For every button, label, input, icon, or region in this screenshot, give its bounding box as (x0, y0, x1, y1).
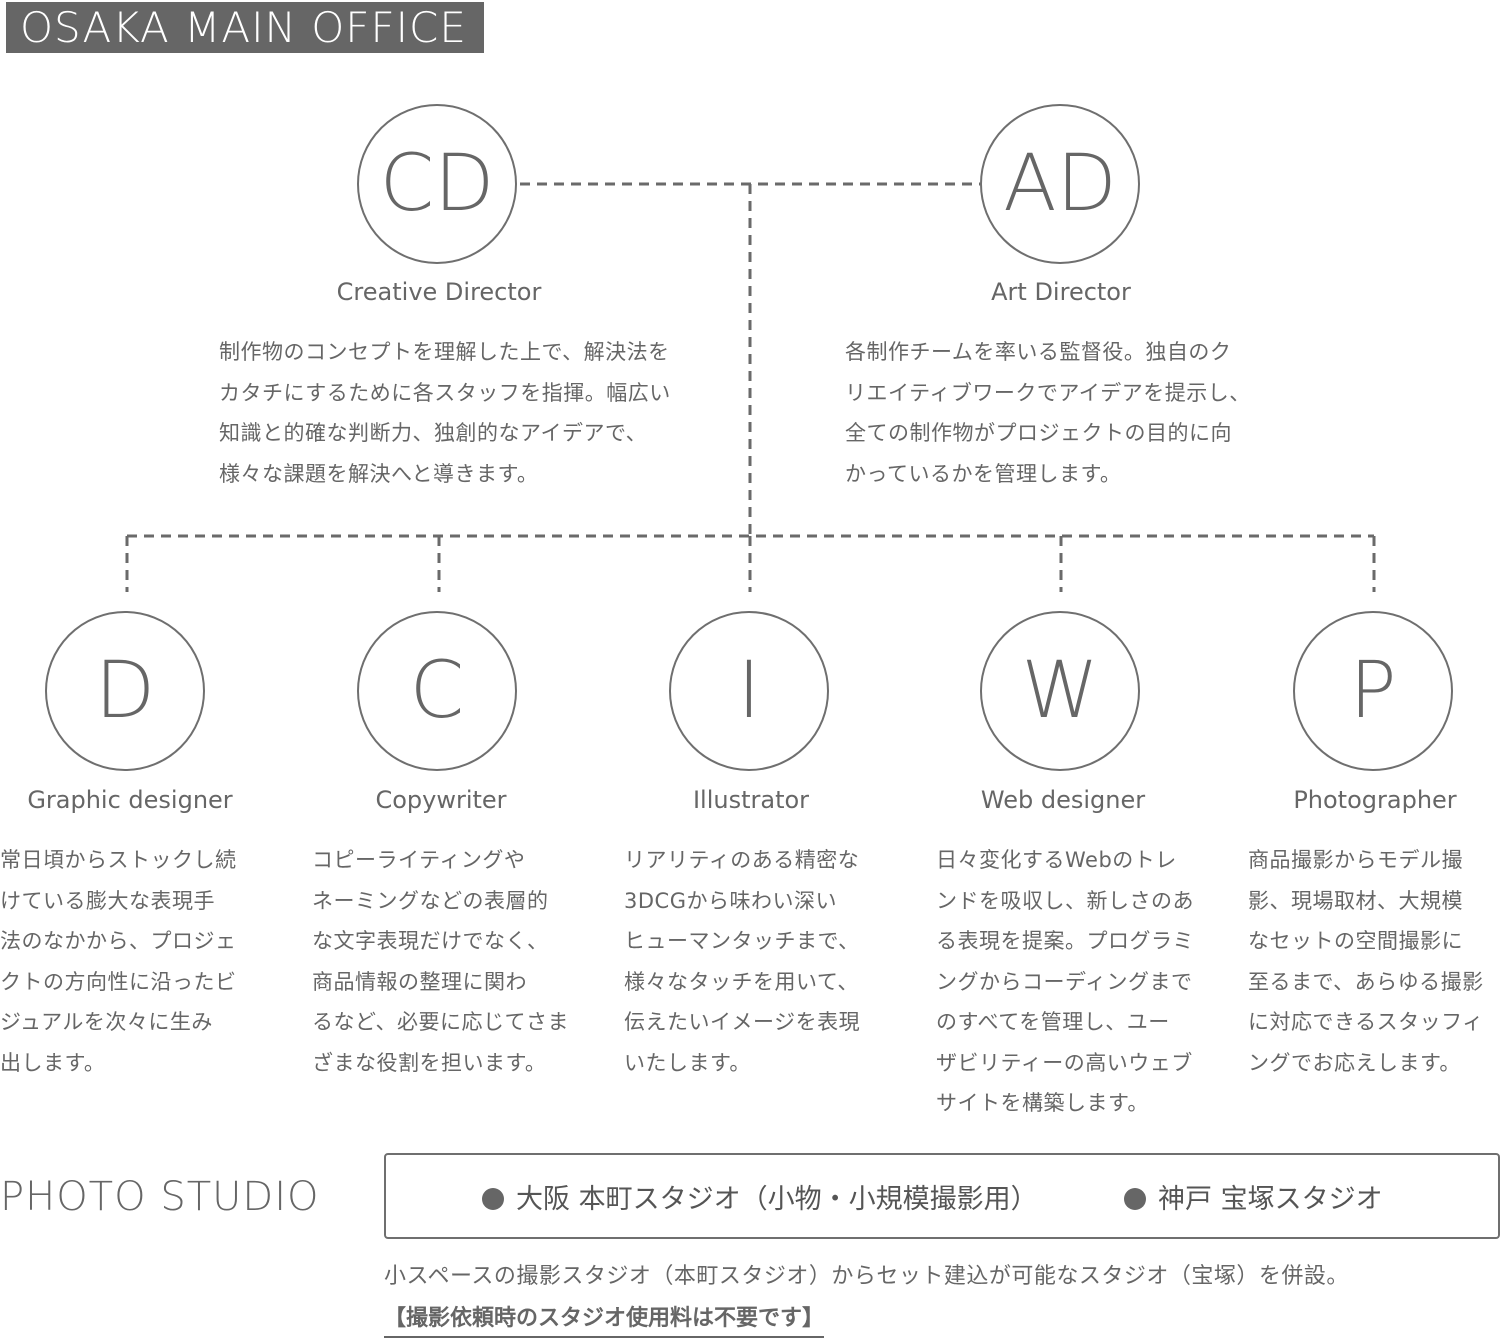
creative-director-badge: CD (357, 104, 517, 264)
studio-item-label: 大阪 本町スタジオ（小物・小規模撮影用） (516, 1184, 1038, 1215)
bullet-icon (1124, 1188, 1146, 1210)
studio-item-label: 神戸 宝塚スタジオ (1158, 1184, 1383, 1215)
photographer-description: 商品撮影からモデル撮 影、現場取材、大規模 なセットの空間撮影に 至るまで、あら… (1248, 848, 1484, 1075)
photographer-badge: P (1293, 611, 1453, 771)
art-director-title: Art Director (991, 278, 1131, 306)
graphic-designer-badge: D (45, 611, 205, 771)
web-designer-title: Web designer (980, 786, 1146, 814)
illustrator-badge: I (669, 611, 829, 771)
copywriter-title: Copywriter (375, 786, 507, 814)
studio-item-osaka: 大阪 本町スタジオ（小物・小規模撮影用） (482, 1177, 1038, 1216)
illustrator-title: Illustrator (692, 786, 810, 814)
studio-item-kobe: 神戸 宝塚スタジオ (1124, 1177, 1383, 1216)
copywriter-description: コピーライティングや ネーミングなどの表層的 な文字表現だけでなく、 商品情報の… (312, 848, 569, 1075)
creative-director-title: Creative Director (336, 278, 542, 306)
studio-note: 小スペースの撮影スタジオ（本町スタジオ）からセット建込が可能なスタジオ（宝塚）を… (384, 1264, 1349, 1289)
art-director-description: 各制作チームを率いる監督役。独自のク リエイティブワークでアイデアを提示し、 全… (845, 340, 1251, 486)
creative-director-description: 制作物のコンセプトを理解した上で、解決法を カタチにするために各スタッフを指揮。… (219, 340, 671, 486)
art-director-badge: AD (980, 104, 1140, 264)
studio-list-box: 大阪 本町スタジオ（小物・小規模撮影用） 神戸 宝塚スタジオ (384, 1153, 1500, 1239)
photographer-title: Photographer (1293, 786, 1457, 814)
graphic-designer-title: Graphic designer (27, 786, 233, 814)
bullet-icon (482, 1188, 504, 1210)
copywriter-badge: C (357, 611, 517, 771)
page-title: OSAKA MAIN OFFICE (6, 2, 484, 53)
web-designer-description: 日々変化するWebのトレ ンドを吸収し、新しさのあ る表現を提案。プログラミ ン… (936, 848, 1194, 1115)
illustrator-description: リアリティのある精密な 3DCGから味わい深い ヒューマンタッチまで、 様々なタ… (624, 848, 861, 1075)
web-designer-badge: W (980, 611, 1140, 771)
studio-fee-note: 【撮影依頼時のスタジオ使用料は不要です】 (384, 1300, 825, 1338)
photo-studio-heading: PHOTO STUDIO (0, 1174, 320, 1220)
graphic-designer-description: 常日頃からストックし続 けている膨大な表現手 法のなかから、プロジェ クトの方向… (0, 848, 237, 1075)
